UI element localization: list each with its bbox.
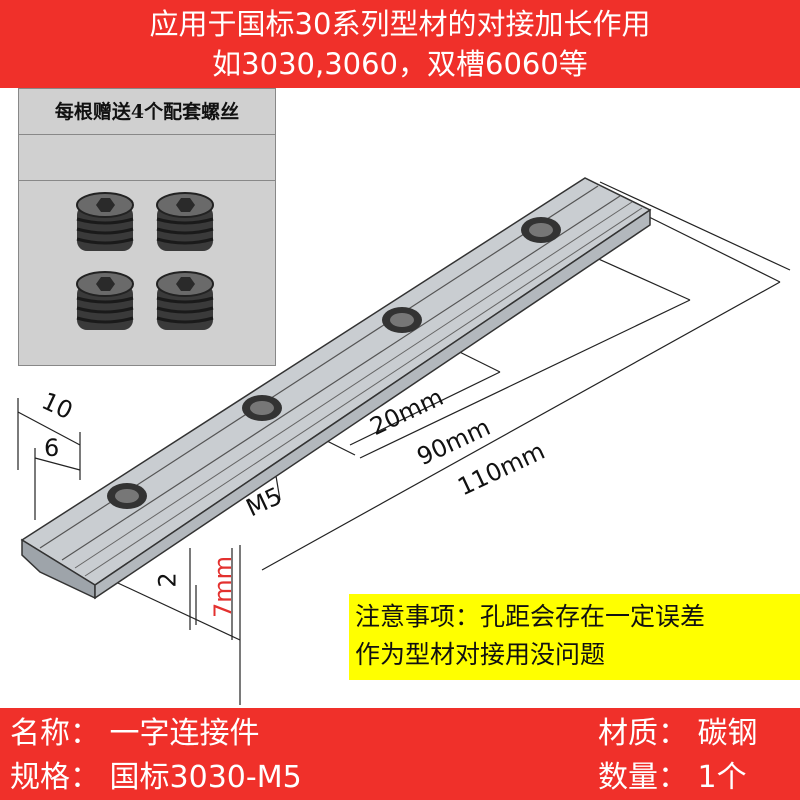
header-line-1: 应用于国标30系列型材的对接加长作用 [149, 7, 651, 41]
spec-model: 规格： 国标3030-M5 [10, 760, 302, 795]
screw-icon-4 [155, 270, 215, 332]
mounting-holes [107, 217, 561, 509]
thickness-dimension [195, 548, 233, 640]
accessory-box-band [19, 135, 275, 181]
dim-height: 7mm [209, 555, 238, 619]
connector-bar [20, 177, 652, 600]
screw-icons [75, 191, 215, 332]
header-line-2: 如3030,3060，双槽6060等 [212, 47, 588, 81]
screw-icon-2 [155, 191, 215, 253]
hole-1 [107, 483, 147, 509]
notice-line-2: 作为型材对接用没问题 [355, 640, 606, 669]
notice-line-1: 注意事项：孔距会存在一定误差 [355, 602, 706, 631]
accessory-screws-box: 每根赠送4个配套螺丝 [18, 88, 276, 366]
hole-2 [242, 395, 282, 421]
spec-material: 材质： 碳钢 [598, 716, 758, 751]
dim-width-inner: 6 [44, 434, 60, 462]
dim-thickness: 2 [153, 572, 182, 588]
spec-name: 名称： 一字连接件 [10, 716, 260, 751]
spec-quantity: 数量： 1个 [598, 760, 747, 795]
connector-drawing [17, 177, 791, 705]
spec-banner: 名称： 一字连接件 材质： 碳钢 规格： 国标3030-M5 数量： 1个 [0, 708, 800, 800]
screw-icon-3 [75, 270, 135, 332]
hole-3 [382, 307, 422, 333]
top-banner: 应用于国标30系列型材的对接加长作用 如3030,3060，双槽6060等 [0, 0, 800, 88]
accessory-box-title: 每根赠送4个配套螺丝 [19, 89, 275, 135]
screw-icon-1 [75, 191, 135, 253]
hole-4 [521, 217, 561, 243]
notice-box: 注意事项：孔距会存在一定误差 作为型材对接用没问题 [349, 594, 800, 680]
